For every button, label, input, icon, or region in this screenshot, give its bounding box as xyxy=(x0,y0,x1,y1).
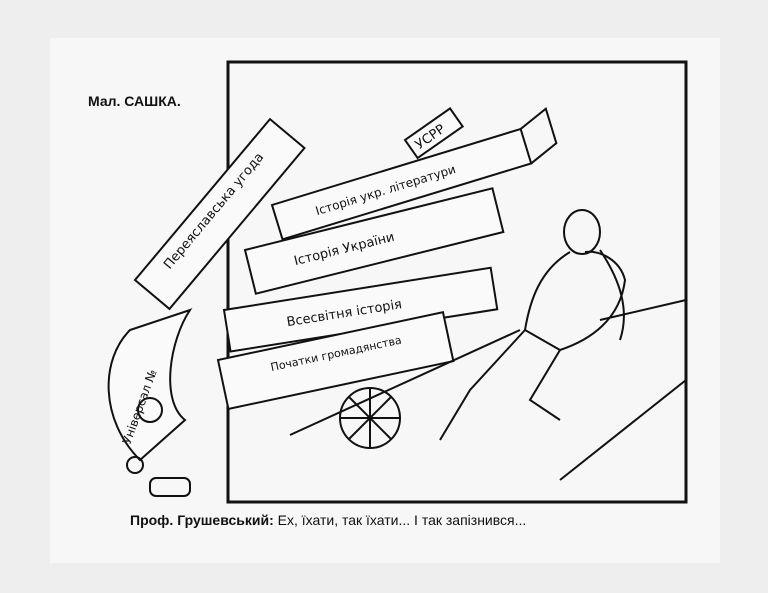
professor-figure xyxy=(439,209,627,441)
caption-line: Ех, їхати, так їхати... І так запізнився… xyxy=(277,512,527,528)
author-credit: Мал. САШКА. xyxy=(88,93,181,109)
sign-usrr: УСРР xyxy=(403,107,465,160)
floor-line xyxy=(599,299,687,321)
book-2: Історія України xyxy=(243,187,505,295)
frame xyxy=(226,60,688,504)
cart-wheel xyxy=(289,329,521,449)
caption: Проф. Грушевський: Ех, їхати, так їхати.… xyxy=(130,512,526,528)
caption-speaker: Проф. Грушевський: xyxy=(130,512,274,528)
scroll: Універсал № xyxy=(107,308,193,497)
floor-line xyxy=(559,379,687,481)
